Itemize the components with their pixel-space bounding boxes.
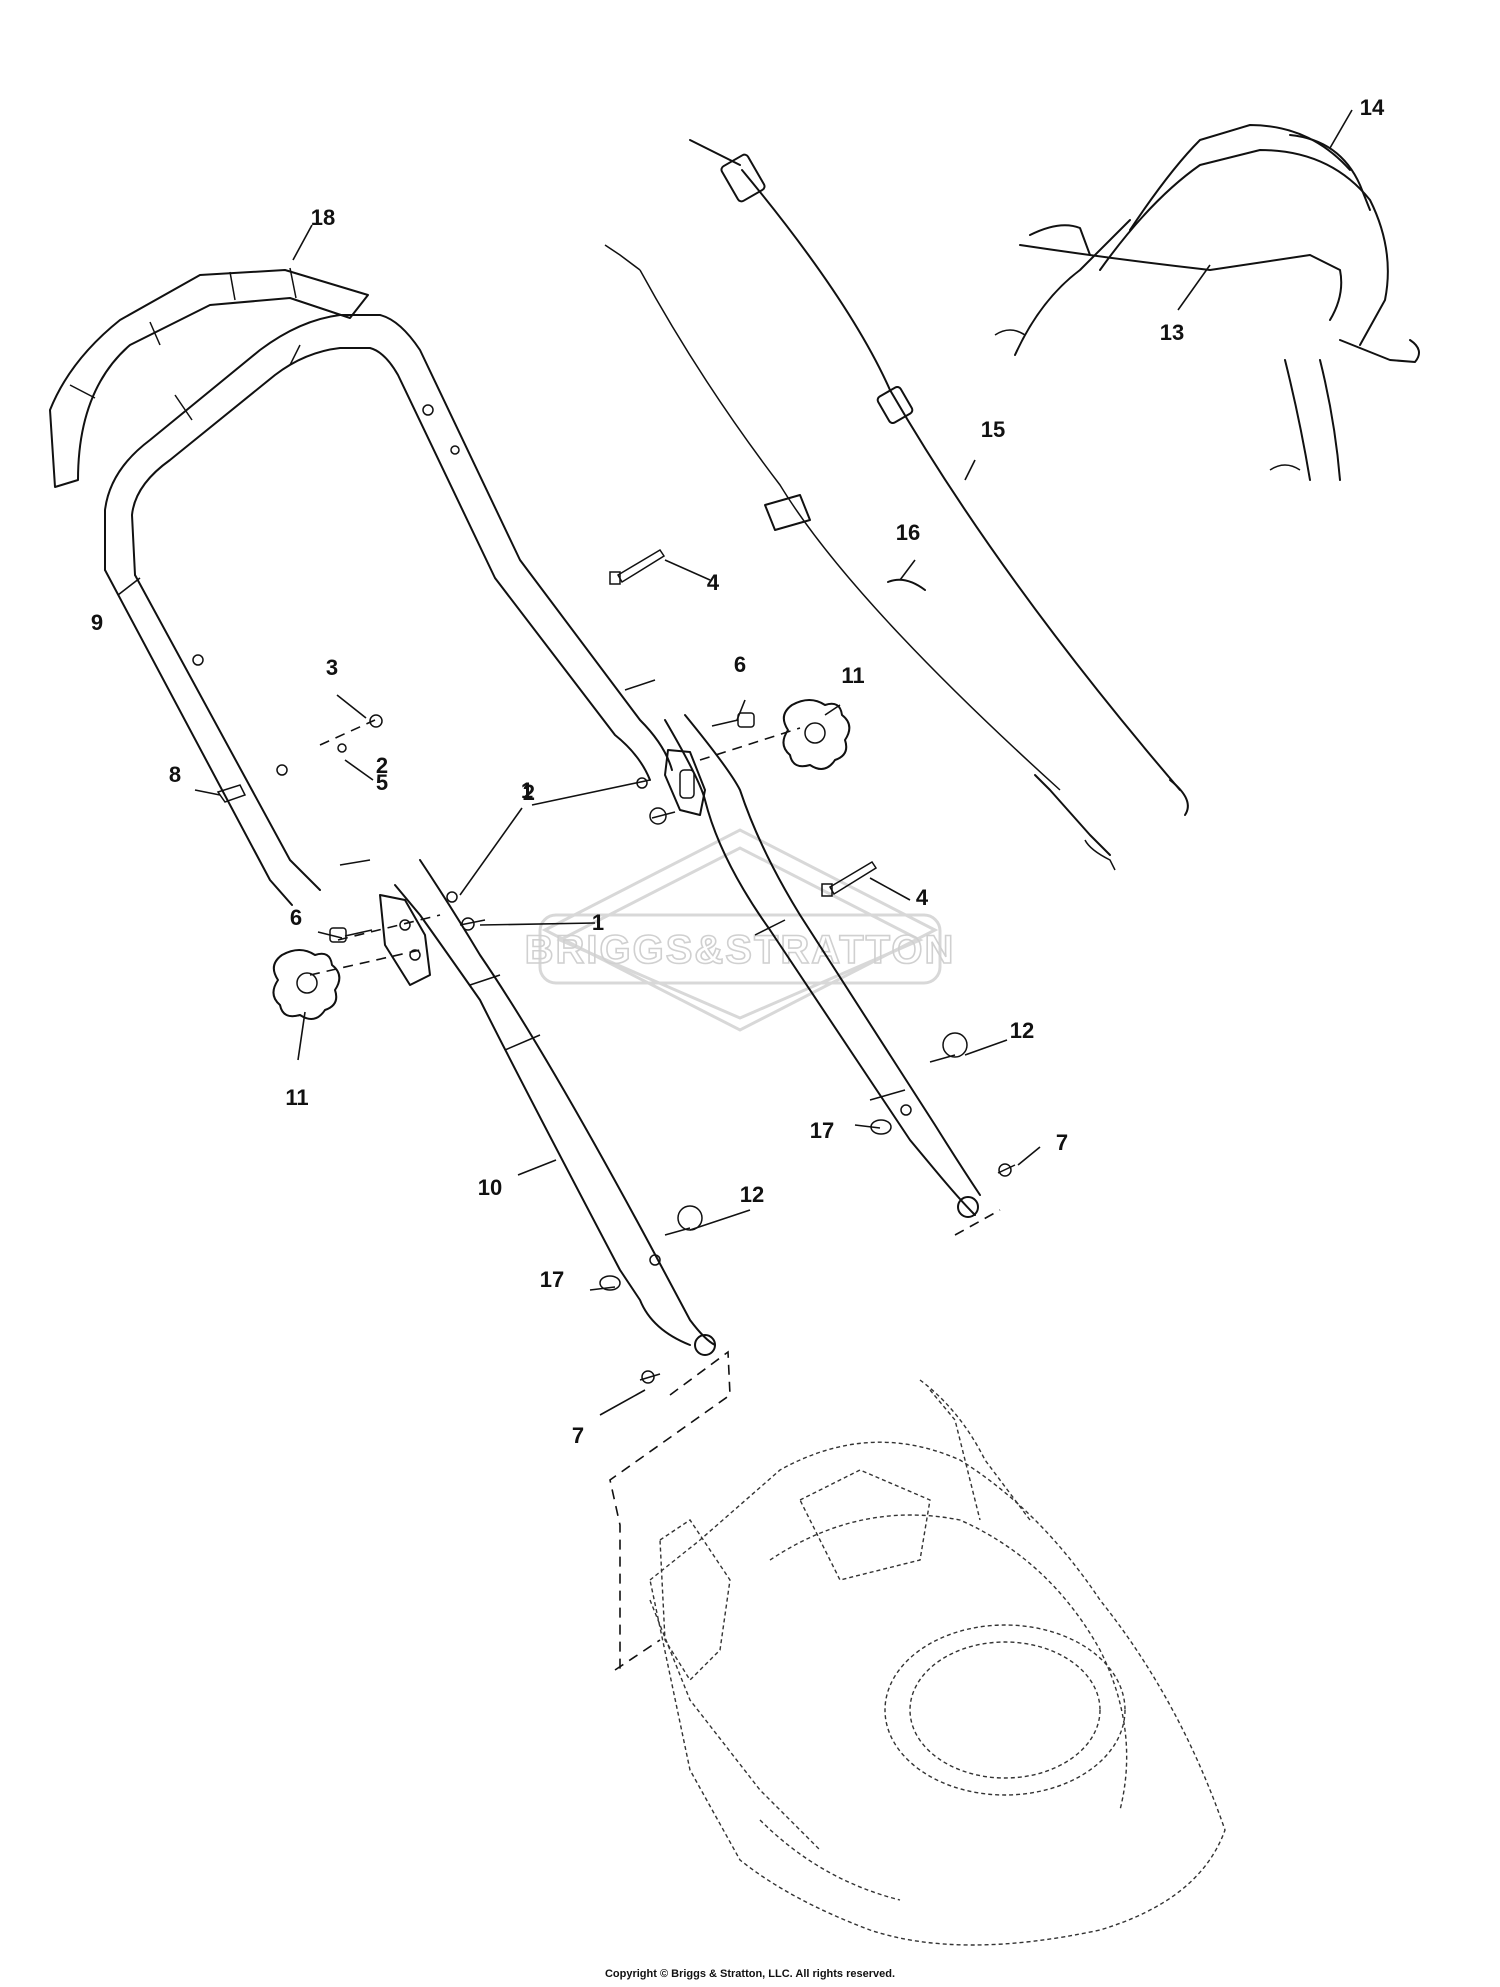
lower-handle [394,714,981,1356]
mower-deck [649,1379,1226,1946]
watermark-text: BRIGGS&STRATTON [525,928,956,972]
callout-17-b: 17 [540,1267,564,1292]
callout-10: 10 [478,1175,502,1200]
callout-1-b: 1 [521,778,533,803]
callout-4-a: 4 [707,570,720,595]
callout-1-a: 1 [592,910,604,935]
leader-lines [117,109,1353,1416]
control-cable-15 [689,139,1189,816]
callout-labels: 1 1 2 2 3 4 4 5 6 6 7 7 8 9 10 11 11 12 … [91,95,1385,1448]
callout-14: 14 [1360,95,1385,120]
handle-knob-right [782,699,851,770]
callout-9: 9 [91,610,103,635]
control-bail-detail [994,124,1420,481]
cable-tie-lower [821,860,878,897]
handle-knob-left [272,949,341,1020]
callout-3: 3 [326,655,338,680]
callout-2-a: 2 [523,780,535,805]
control-cable-16 [604,244,1116,871]
callout-2-b: 2 [376,753,388,778]
callout-11-b: 11 [841,663,864,688]
callout-15: 15 [981,417,1005,442]
callout-5: 5 [376,770,388,795]
callout-13: 13 [1160,320,1184,345]
callout-7-a: 7 [1056,1130,1068,1155]
callout-18: 18 [311,205,335,230]
brand-watermark: BRIGGS&STRATTON [524,828,956,1032]
callout-16: 16 [896,520,920,545]
callout-12-a: 12 [1010,1018,1034,1043]
callout-12-b: 12 [740,1182,764,1207]
copyright-notice: Copyright © Briggs & Stratton, LLC. All … [604,1968,896,1980]
pivot-bracket-left [379,894,431,986]
callout-11-a: 11 [285,1085,308,1110]
callout-6-b: 6 [734,652,746,677]
cable-tie-upper [609,548,666,585]
handle-grip-foam [49,267,369,488]
hardware-fasteners [216,712,1016,1384]
callout-17-a: 17 [810,1118,834,1143]
callout-4-b: 4 [916,885,929,910]
callout-6-a: 6 [290,905,302,930]
callout-8: 8 [169,762,181,787]
assembly-lines [309,719,1001,1671]
callout-7-b: 7 [572,1423,584,1448]
upper-handle [104,314,673,906]
pivot-bracket-right [664,749,706,816]
